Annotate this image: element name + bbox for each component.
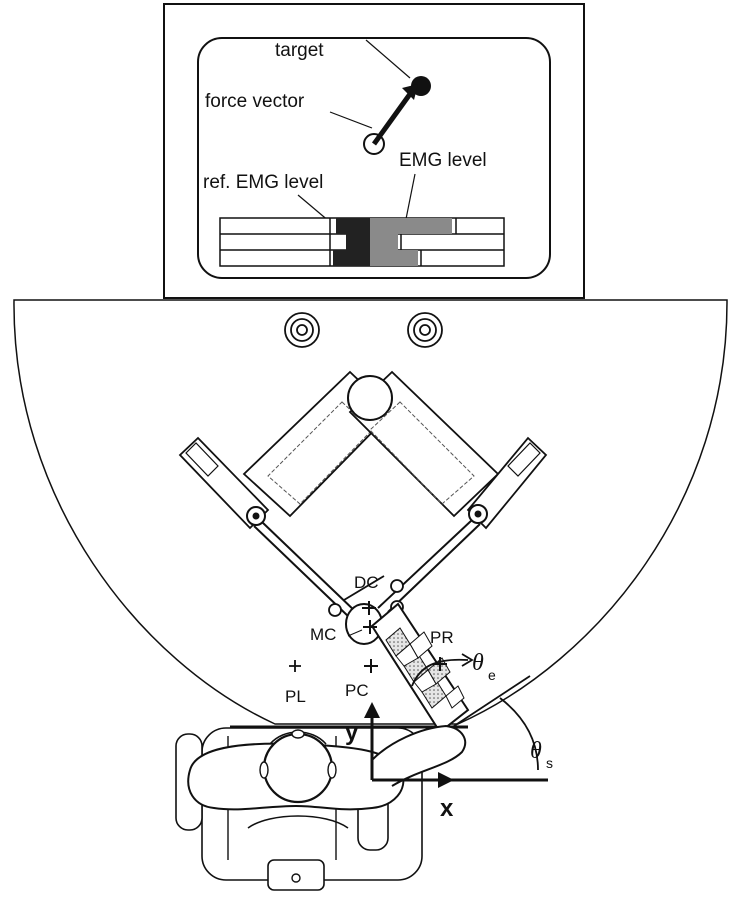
manipulandum bbox=[178, 370, 548, 645]
force-vector-arrowhead bbox=[402, 84, 418, 100]
pl-label: PL bbox=[285, 687, 306, 706]
emg-level-leader bbox=[404, 173, 416, 225]
theta-s-symbol: θ bbox=[530, 738, 542, 764]
marker-pl: PL bbox=[285, 660, 306, 706]
pc-label: PC bbox=[345, 681, 369, 700]
angle-theta-s: θ s bbox=[499, 697, 553, 771]
force-vector-label: force vector bbox=[205, 91, 305, 112]
pr-label: PR bbox=[430, 628, 454, 647]
angle-theta-e: θ e bbox=[411, 650, 496, 687]
marker-pr: PR bbox=[430, 628, 454, 671]
emg-level-label: EMG level bbox=[399, 150, 487, 171]
force-vector-arrow bbox=[371, 92, 413, 146]
theta-s-subscript: s bbox=[546, 755, 553, 771]
theta-e-symbol: θ bbox=[472, 650, 484, 676]
force-vector-leader bbox=[329, 111, 373, 129]
forearm-splint bbox=[370, 602, 470, 734]
top-joint bbox=[347, 375, 393, 421]
theta-e-subscript: e bbox=[488, 667, 496, 683]
knob-right bbox=[407, 312, 443, 348]
monitor: target force vector EMG level ref. EMG l… bbox=[163, 3, 585, 299]
marker-dc: DC bbox=[354, 573, 379, 615]
y-axis-label: y bbox=[345, 719, 359, 746]
emg-bars bbox=[219, 217, 505, 267]
marker-pc: PC bbox=[345, 659, 378, 700]
head bbox=[262, 732, 334, 804]
coordinate-axes: y x bbox=[345, 702, 548, 822]
knob-left bbox=[284, 312, 320, 348]
target-label: target bbox=[275, 40, 324, 61]
dc-label: DC bbox=[354, 573, 379, 592]
subject bbox=[175, 724, 467, 891]
marker-mc: MC bbox=[310, 620, 377, 644]
ref-emg-level-label: ref. EMG level bbox=[203, 172, 323, 193]
mc-label: MC bbox=[310, 625, 336, 644]
target-leader bbox=[365, 39, 411, 79]
x-axis-label: x bbox=[440, 795, 454, 822]
upper-arm bbox=[371, 724, 467, 787]
